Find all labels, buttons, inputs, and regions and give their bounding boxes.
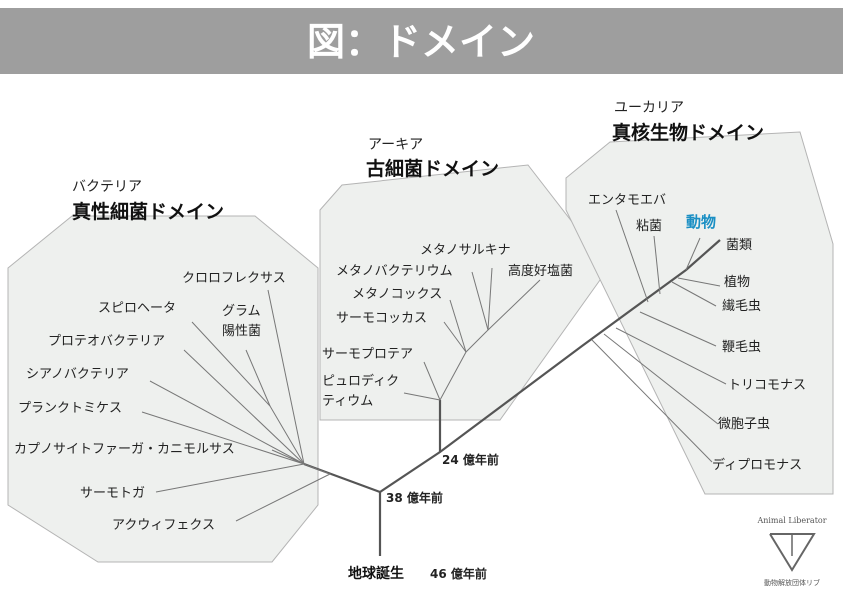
leaf-pyrodictium-2: ティウム: [322, 394, 373, 409]
leaf-thermoproteus: サーモプロテア: [322, 347, 413, 362]
leaf-pyrodictium-1: ピュロディク: [322, 373, 399, 389]
leaf-spirochete: スピロヘータ: [98, 301, 176, 316]
eukarya-domain-name: 真核生物ドメイン: [612, 121, 764, 144]
leaf-methanosarcina: メタノサルキナ: [420, 243, 511, 258]
leaf-slime-mold: 粘菌: [636, 219, 662, 234]
leaf-halophile: 高度好塩菌: [508, 263, 573, 279]
leaf-proteobacteria: プロテオバクテリア: [48, 334, 165, 349]
eukarya-branches: [591, 209, 727, 463]
leaf-chloroflexus: クロロフレクサス: [182, 271, 286, 286]
leaf-planctomyces: プランクトミケス: [18, 401, 122, 416]
leaf-entamoeba: エンタモエバ: [588, 193, 666, 208]
page-title: 図：ドメイン: [307, 20, 535, 64]
earth-age: 46 億年前: [430, 566, 487, 581]
eukarya-region: [565, 131, 834, 495]
logo-text-en: Animal Liberator: [756, 516, 826, 525]
leaf-ciliates: 繊毛虫: [722, 298, 761, 314]
leaf-gram-positive: 陽性菌: [222, 324, 261, 339]
age-archaea-eukarya: 24 億年前: [442, 452, 499, 467]
trunk-main: [379, 239, 721, 493]
archaea-kana: アーキア: [368, 137, 423, 153]
leaf-methanococcus: メタノコックス: [352, 287, 442, 302]
leaf-plants: 植物: [724, 275, 750, 290]
leaf-animals: 動物: [686, 213, 716, 231]
leaf-gram: グラム: [222, 304, 261, 319]
leaf-diplomonads: ディプロモナス: [712, 457, 802, 473]
leaf-microsporidia: 微胞子虫: [718, 417, 770, 432]
bacteria-kana: バクテリア: [72, 179, 142, 195]
earth-birth-label: 地球誕生: [348, 565, 404, 582]
leaf-thermococcus: サーモコッカス: [336, 311, 427, 326]
archaea-domain-name: 古細菌ドメイン: [366, 157, 499, 180]
logo-text-ja: 動物解放団体リブ: [764, 578, 820, 587]
leaf-methanobacterium: メタノバクテリウム: [336, 264, 453, 279]
bacteria-branches: [141, 289, 332, 522]
leaf-cyanobacteria: シアノバクテリア: [26, 367, 129, 382]
leaf-capnocytophaga: カプノサイトファーガ・カニモルサス: [14, 442, 235, 457]
eukarya-kana: ユーカリア: [614, 100, 684, 116]
leaf-thermotoga: サーモトガ: [80, 486, 145, 501]
bacteria-region: [7, 215, 319, 563]
leaf-trichomonas: トリコモナス: [728, 378, 806, 393]
bacteria-domain-name: 真性細菌ドメイン: [72, 200, 224, 223]
age-bacteria-split: 38 億年前: [386, 490, 443, 505]
leaf-fungi: 菌類: [726, 238, 752, 253]
title-banner: [0, 8, 843, 74]
logo: Animal Liberator 動物解放団体リブ: [756, 516, 826, 587]
leaf-aquifex: アクウィフェクス: [112, 518, 215, 533]
leaf-flagellates: 鞭毛虫: [722, 340, 761, 355]
archaea-branches: [403, 267, 541, 401]
